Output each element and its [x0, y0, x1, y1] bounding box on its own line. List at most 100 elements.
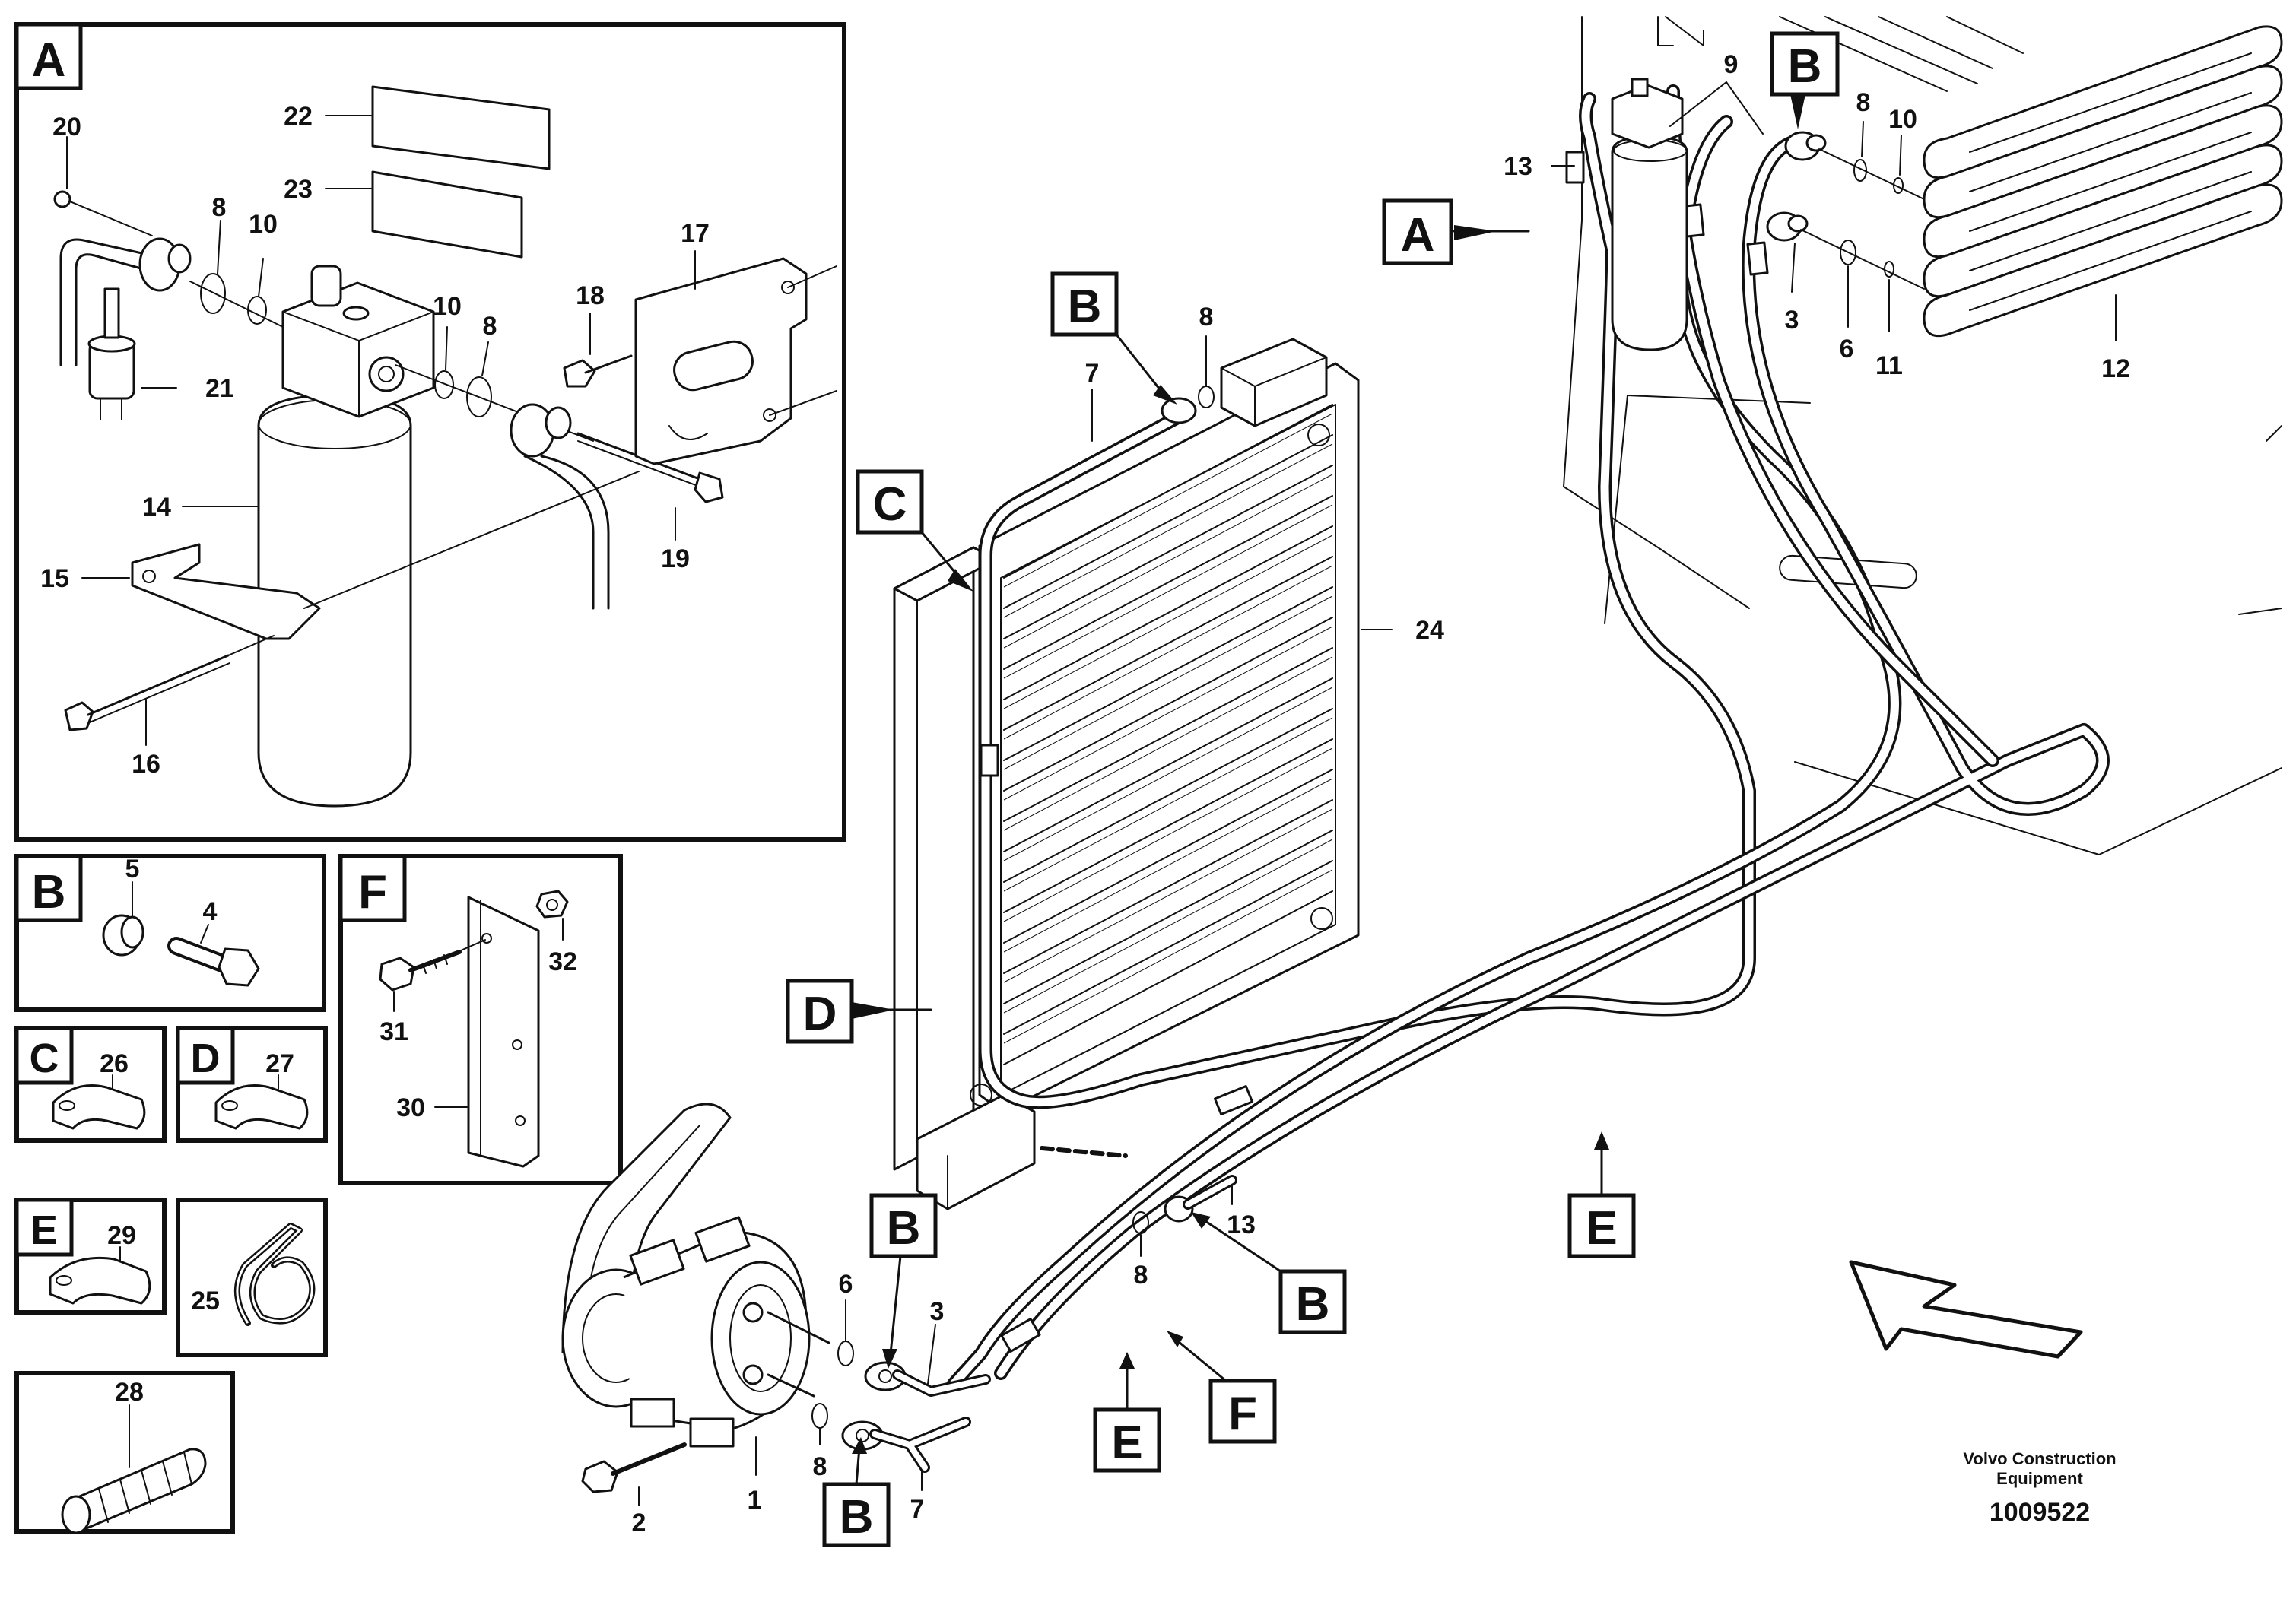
detail-f-tag [338, 854, 407, 922]
part-label-6-comp: 6 [839, 1270, 853, 1299]
cab-line-2 [1824, 16, 1978, 84]
clamp-29 [49, 1256, 151, 1305]
drier-inlet-pipe [59, 238, 154, 366]
main-callouts: A B B C D B [786, 31, 1840, 1547]
drier-plug [342, 306, 370, 321]
axis-left [189, 281, 284, 328]
compressor-axis-2 [767, 1373, 815, 1398]
part-label-11-evap: 11 [1875, 351, 1903, 380]
callout-e-right-letter: E [1586, 1202, 1617, 1255]
bolt-2-shank [611, 1442, 687, 1476]
detail-c-letter: C [30, 1036, 59, 1081]
callout-a-box [1382, 198, 1453, 265]
callout-b-comp-upper-box [869, 1193, 938, 1258]
callout-b-cond-arrow [1153, 385, 1177, 405]
spiral-protector-28 [75, 1448, 207, 1533]
axis-31 [460, 939, 486, 951]
condenser-fin-lines-2 [1003, 413, 1333, 1044]
bolt-4-head [218, 947, 260, 987]
screw-18-shank [584, 354, 633, 374]
leader-4 [200, 924, 209, 944]
detail-d-letter: D [191, 1036, 221, 1081]
detail-d-tag [176, 1026, 235, 1085]
bracket-dashed-link [1040, 1146, 1128, 1158]
callout-b-comp-upper-arrow [882, 1349, 897, 1369]
hose-sleeve-1 [980, 744, 999, 777]
credit-line-1: Volvo Construction [1963, 1449, 2116, 1468]
evaporator-fittings: 8 10 3 6 11 [1766, 88, 1925, 380]
clamp-27 [214, 1084, 309, 1130]
bracket-30-hole-2 [512, 1039, 522, 1050]
leader-8-evap [1861, 121, 1864, 157]
part-label-6-evap: 6 [1840, 335, 1854, 363]
part-label-4: 4 [203, 897, 218, 926]
credit-line-2: Equipment [1996, 1469, 2083, 1488]
main-assembly: 24 13 [561, 16, 2283, 1547]
bracket-curve [668, 425, 708, 440]
clamp-26 [52, 1084, 146, 1130]
part-label-10-b: 10 [433, 292, 462, 321]
part-label-29: 29 [107, 1221, 136, 1250]
drier-valve [310, 265, 342, 307]
part-label-26: 26 [100, 1049, 129, 1078]
part-label-10-a: 10 [249, 210, 278, 239]
condenser-side-frame [893, 546, 975, 1171]
callout-b-comp-lower-arrow [852, 1437, 867, 1454]
cab-line-4 [1946, 16, 2024, 54]
evaporator-12: 12 [1923, 25, 2283, 383]
o-ring-8-comp [811, 1403, 828, 1429]
clamp-hole [142, 570, 156, 583]
part-label-1: 1 [748, 1486, 762, 1515]
part-label-14: 14 [142, 493, 171, 522]
pipe-7-inner [872, 1419, 969, 1471]
detail-e-panel: E 29 [14, 1198, 167, 1315]
compressor-mount-ear-2 [694, 1216, 751, 1263]
callout-b-comp-upper-line [888, 1255, 902, 1363]
clamp-29-hole [56, 1275, 72, 1286]
part-label-9: 9 [1724, 50, 1739, 79]
o-ring-10-evap [1893, 177, 1904, 194]
cab-corner [2266, 425, 2282, 442]
part-label-8-cond-bottom: 8 [1134, 1261, 1148, 1290]
evap-tube-5 [1923, 183, 2283, 338]
callout-e-bottom-letter: E [1111, 1417, 1142, 1469]
leader-10b [445, 326, 448, 370]
compressor-mount-ear-1 [629, 1239, 685, 1286]
cable-tie-25-inner [236, 1224, 313, 1324]
bolt-19-shank-2 [577, 440, 700, 487]
hose-sleeve-6 [1000, 1318, 1041, 1353]
screw-31-head [379, 957, 415, 992]
part-label-8-evap: 8 [1856, 88, 1871, 117]
callout-b-top-box [1770, 31, 1840, 97]
cable-tie-panel: 25 [176, 1198, 328, 1357]
evap-inner-lines [1969, 52, 2252, 311]
cab-floor-edge [1794, 761, 2282, 855]
cable-tie-frame [176, 1198, 328, 1357]
o-ring-8-evap [1853, 159, 1867, 182]
detail-b-letter: B [32, 866, 66, 919]
cab-edge-top [1657, 16, 1674, 46]
part-label-3-comp: 3 [930, 1297, 945, 1326]
detail-e-letter: E [30, 1207, 58, 1253]
cond-bottom-pipe-inner [1185, 1177, 1235, 1207]
bracket-hole-top [781, 281, 795, 294]
hose-3-route-inner [996, 137, 2107, 1378]
o-ring-11-evap [1884, 261, 1894, 278]
part-label-3-evap: 3 [1785, 306, 1799, 335]
cond-bottom-o-ring [1132, 1211, 1149, 1234]
evap-axis-upper [1818, 148, 1925, 200]
callout-b-cond-letter: B [1068, 281, 1102, 333]
hose-13-route-inner [949, 117, 1899, 1388]
detail-c-panel: C 26 [14, 1026, 167, 1143]
document-number: 1009522 [1990, 1498, 2090, 1527]
clamp-15 [131, 543, 321, 640]
leader-9b [1726, 81, 1764, 135]
axis-clamp [303, 471, 640, 609]
part-label-24: 24 [1415, 616, 1444, 645]
part-label-13-top: 13 [1504, 152, 1532, 181]
callout-f-arrow [1167, 1331, 1183, 1347]
drier-upper-valve [1631, 78, 1649, 97]
pressure-switch-stem [103, 287, 120, 339]
comp-fitting-upper-hole [878, 1369, 892, 1383]
callout-c-letter: C [873, 478, 907, 531]
